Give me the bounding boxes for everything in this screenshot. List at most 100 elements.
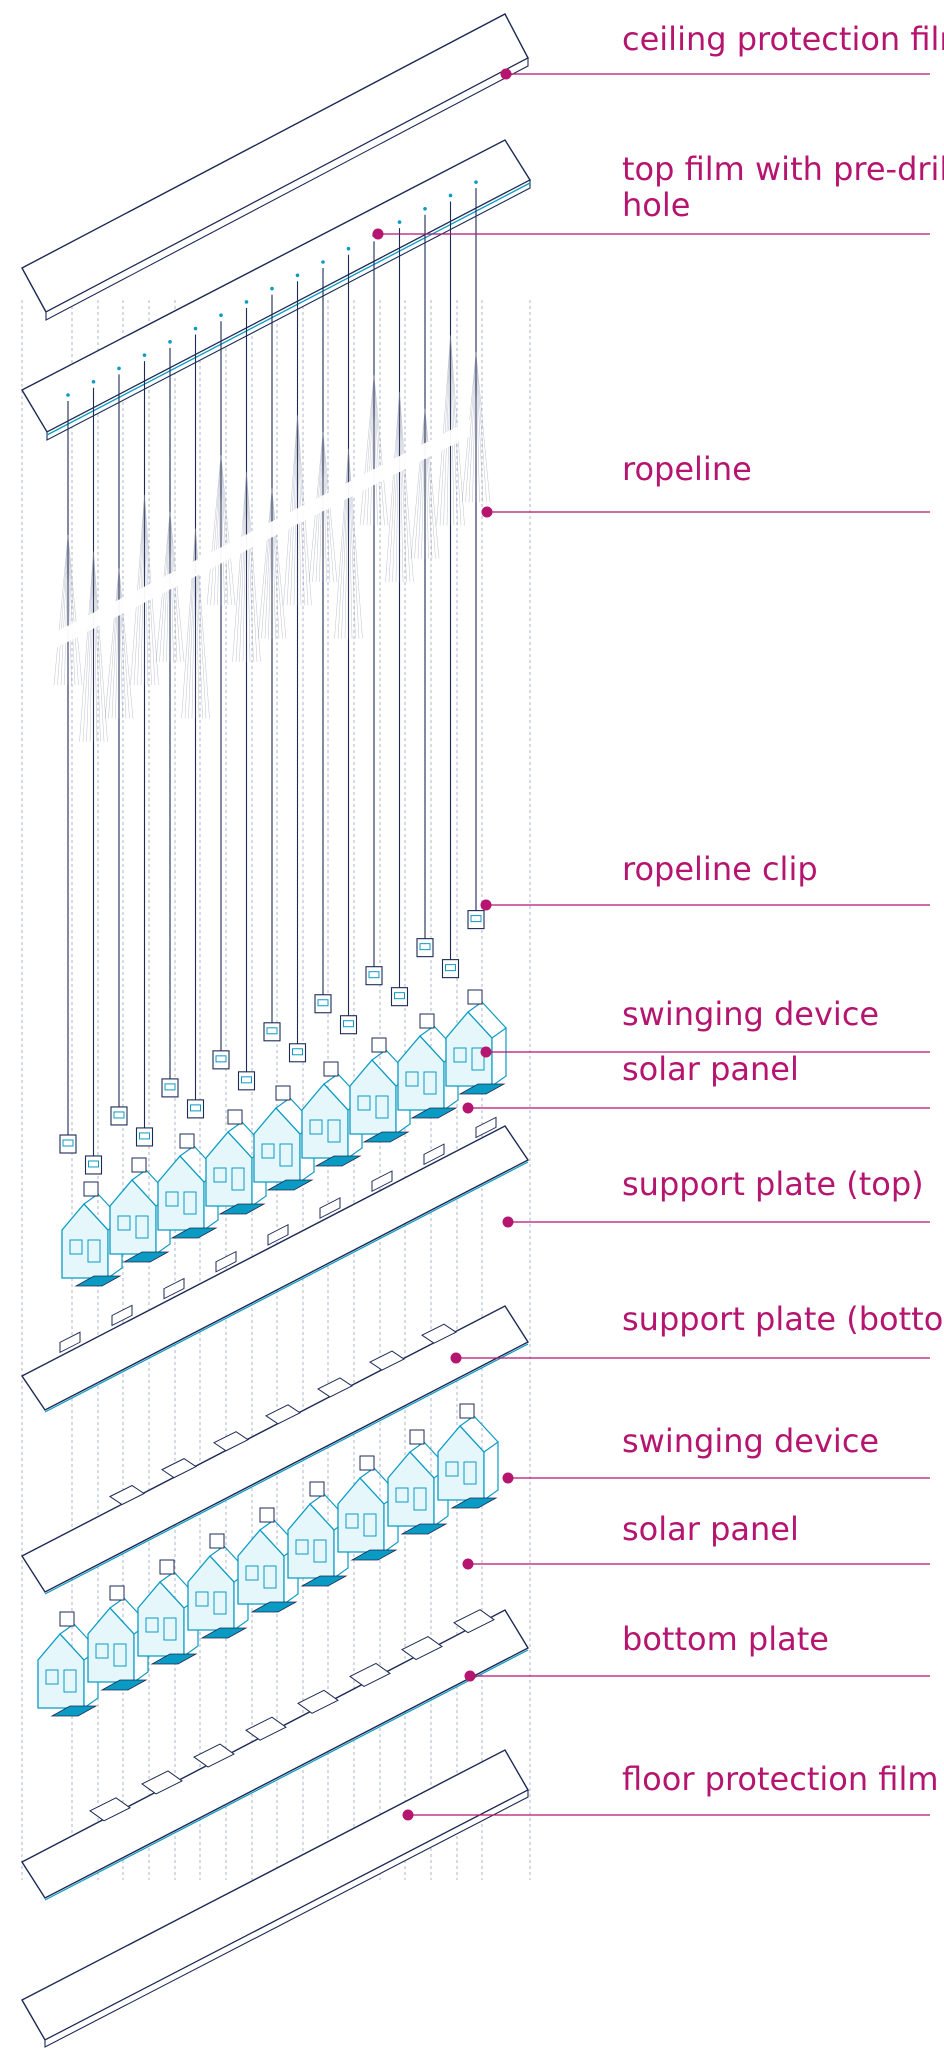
- pre-drill-hole: [66, 393, 70, 397]
- pre-drill-hole: [219, 313, 223, 317]
- pre-drill-hole: [143, 353, 147, 357]
- pre-drill-hole: [347, 247, 351, 251]
- label-swinging-device-upper: swinging device: [481, 995, 931, 1058]
- leader-dot: [463, 1103, 474, 1114]
- label-solar-panel-lower: solar panel: [463, 1510, 931, 1570]
- leader-dot: [403, 1810, 414, 1821]
- label-ropeline-clip: ropeline clip: [481, 850, 931, 911]
- device-body: [438, 1426, 484, 1500]
- swinging-device: [446, 990, 506, 1094]
- label-ropeline: ropeline: [482, 450, 931, 518]
- device-tab: [276, 1086, 290, 1100]
- label-text: hole: [622, 186, 690, 224]
- leader-dot: [501, 69, 512, 80]
- device-body: [398, 1036, 444, 1110]
- device-tab: [372, 1038, 386, 1052]
- device-body: [302, 1084, 348, 1158]
- ropeline-fan: [233, 472, 261, 662]
- device-body: [338, 1478, 384, 1552]
- device-tab: [460, 1404, 474, 1418]
- leader-dot: [451, 1353, 462, 1364]
- pre-drill-hole: [474, 180, 478, 184]
- ropeline-clip: [443, 960, 459, 978]
- ropeline-clip: [315, 995, 331, 1013]
- device-body: [62, 1204, 108, 1278]
- ropeline-clip: [468, 911, 484, 929]
- leader-dot: [503, 1217, 514, 1228]
- device-tab: [410, 1430, 424, 1444]
- ropelines: [40, 188, 490, 1156]
- device-tab: [420, 1014, 434, 1028]
- leader-dot: [373, 229, 384, 240]
- pre-drill-hole: [117, 367, 121, 371]
- pre-drill-hole: [270, 287, 274, 291]
- ropeline-clip: [264, 1023, 280, 1041]
- label-text: support plate (bottom): [622, 1300, 944, 1338]
- ropeline-fan: [360, 375, 388, 525]
- ropeline-clip: [392, 988, 408, 1006]
- device-body: [158, 1156, 204, 1230]
- pre-drill-hole: [168, 340, 172, 344]
- leader-dot: [482, 507, 493, 518]
- device-body: [206, 1132, 252, 1206]
- device-tab: [60, 1612, 74, 1626]
- device-body: [238, 1530, 284, 1604]
- device-tab: [110, 1586, 124, 1600]
- ropeline-fan: [258, 489, 286, 639]
- label-solar-panel-upper: solar panel: [463, 1050, 931, 1114]
- device-body: [88, 1608, 134, 1682]
- ropeline-clip: [60, 1135, 76, 1153]
- device-tab: [84, 1182, 98, 1196]
- label-text: support plate (top): [622, 1165, 924, 1203]
- device-body: [138, 1582, 184, 1656]
- ropeline-clip: [290, 1044, 306, 1062]
- device-tab: [160, 1560, 174, 1574]
- device-body: [388, 1452, 434, 1526]
- label-text: ceiling protection film: [622, 20, 944, 58]
- ropeline-fan: [411, 409, 439, 559]
- ropeline-clip: [239, 1072, 255, 1090]
- pre-drill-hole: [194, 327, 198, 331]
- device-side: [492, 1028, 506, 1086]
- label-leaders: ceiling protection film top film with pre…: [373, 20, 944, 1821]
- device-tab: [132, 1158, 146, 1172]
- device-tab: [324, 1062, 338, 1076]
- leader-dot: [481, 900, 492, 911]
- device-body: [110, 1180, 156, 1254]
- leader-dot: [481, 1047, 492, 1058]
- ropeline-clip: [111, 1107, 127, 1125]
- leader-dot: [465, 1671, 476, 1682]
- ropeline-break: [40, 420, 470, 656]
- label-support-plate-top: support plate (top): [503, 1165, 931, 1228]
- device-tab: [260, 1508, 274, 1522]
- label-text: bottom plate: [622, 1620, 829, 1658]
- ropeline-clip: [213, 1051, 229, 1069]
- device-tab: [468, 990, 482, 1004]
- label-text: top film with pre-drill: [622, 150, 944, 188]
- pre-drill-hole: [449, 194, 453, 198]
- device-side: [484, 1442, 498, 1500]
- pre-drill-hole: [321, 260, 325, 264]
- device-body: [288, 1504, 334, 1578]
- device-body: [188, 1556, 234, 1630]
- device-body: [254, 1108, 300, 1182]
- leader-dot: [503, 1473, 514, 1484]
- label-text: solar panel: [622, 1510, 799, 1548]
- ropeline-fan: [54, 535, 82, 685]
- ropeline-clip: [86, 1156, 102, 1174]
- device-tab: [228, 1110, 242, 1124]
- label-bottom-plate: bottom plate: [465, 1620, 931, 1682]
- leader-dot: [463, 1559, 474, 1570]
- label-ceiling-protection-film: ceiling protection film: [501, 20, 944, 80]
- device-tab: [310, 1482, 324, 1496]
- ropeline-clip: [162, 1079, 178, 1097]
- device-tab: [210, 1534, 224, 1548]
- ropeline-fan: [105, 568, 133, 718]
- pre-drill-hole: [398, 220, 402, 224]
- label-text: swinging device: [622, 995, 879, 1033]
- ropeline-clip: [341, 1016, 357, 1034]
- device-body: [38, 1634, 84, 1708]
- label-text: solar panel: [622, 1050, 799, 1088]
